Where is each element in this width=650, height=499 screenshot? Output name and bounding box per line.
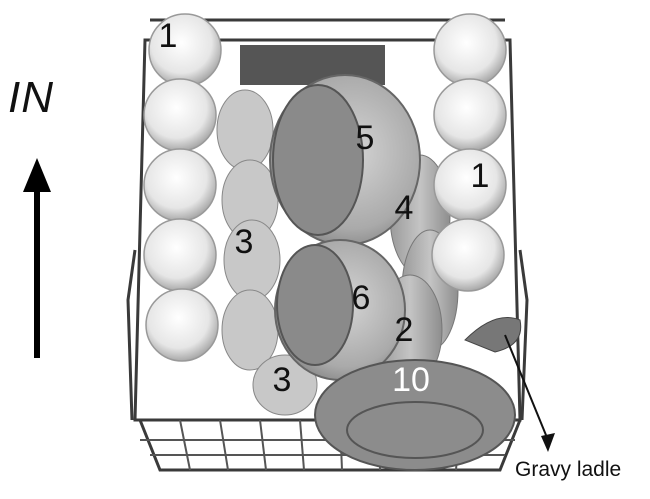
item-label-pot-6: 6 xyxy=(352,281,371,315)
ladle-callout-arrow xyxy=(505,335,555,452)
item-label-cups-top-left: 1 xyxy=(159,19,178,53)
item-label-bowls-3-lower: 3 xyxy=(273,363,292,397)
in-direction-arrow xyxy=(23,158,51,358)
cups-left xyxy=(144,14,221,361)
item-label-cups-right: 1 xyxy=(471,159,490,193)
gravy-ladle-label: Gravy ladle xyxy=(515,458,621,482)
cups-right xyxy=(432,14,506,291)
gravy-ladle-shape xyxy=(465,318,521,353)
item-label-plates-4: 4 xyxy=(395,191,414,225)
item-label-platter-10: 10 xyxy=(392,363,430,397)
item-label-pot-5: 5 xyxy=(356,121,375,155)
item-label-bowls-3-upper: 3 xyxy=(235,225,254,259)
pot-6-shape xyxy=(275,240,405,380)
item-label-plates-2: 2 xyxy=(395,313,414,347)
direction-label: IN xyxy=(8,76,54,120)
